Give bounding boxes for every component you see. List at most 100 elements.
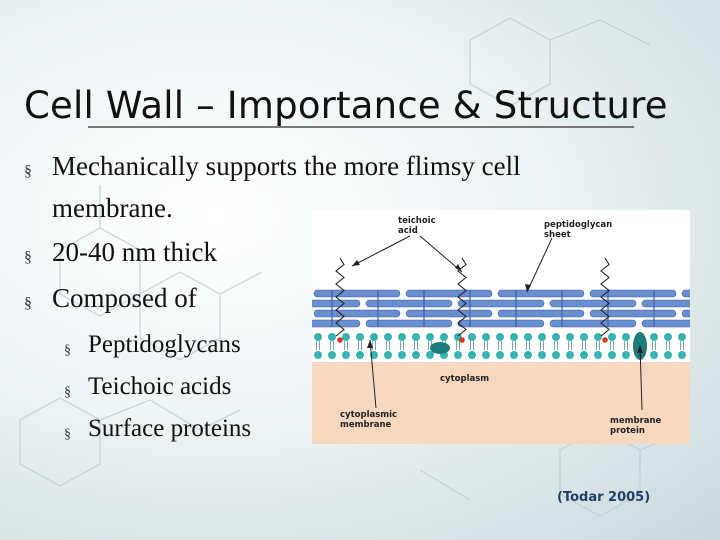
sub-bullet-text: Teichoic acids: [88, 373, 232, 400]
bullet-marker-icon: §: [64, 343, 71, 358]
phospholipid-head: [342, 333, 350, 341]
bullet-text: Composed of: [52, 283, 197, 313]
peptidoglycan-strand: [497, 289, 585, 298]
phospholipid-head: [412, 333, 420, 341]
phospholipid-head: [356, 351, 364, 359]
peptidoglycan-strand: [365, 299, 453, 308]
phospholipid-head: [482, 351, 490, 359]
peptidoglycan-strand: [457, 299, 545, 308]
peptidoglycan-strand: [313, 289, 401, 298]
bullet-marker-icon: §: [24, 249, 32, 266]
bullet-marker-icon: §: [64, 427, 71, 442]
bullet-marker-icon: §: [24, 163, 32, 180]
phospholipid-head: [608, 333, 616, 341]
phospholipid-head: [622, 351, 630, 359]
peptidoglycan-strand: [365, 319, 453, 328]
phospholipid-head: [650, 351, 658, 359]
peptidoglycan-strand: [681, 309, 690, 318]
bullet-marker-icon: §: [24, 295, 32, 312]
phospholipid-head: [538, 333, 546, 341]
phospholipid-head: [594, 351, 602, 359]
phospholipid-head: [496, 333, 504, 341]
phospholipid-head: [384, 333, 392, 341]
phospholipid-head: [468, 351, 476, 359]
pointer-arrowheads: [352, 260, 643, 353]
phospholipid-head: [580, 351, 588, 359]
teichoic-acid-anchor: [602, 337, 608, 343]
phospholipid-head: [552, 333, 560, 341]
phospholipid-head: [678, 351, 686, 359]
phospholipid-head: [412, 351, 420, 359]
phospholipid-head: [398, 351, 406, 359]
page-title: Cell Wall – Importance & Structure: [24, 84, 668, 127]
teichoic-acids: [335, 257, 610, 343]
phospholipid-head: [314, 351, 322, 359]
phospholipid-head: [524, 333, 532, 341]
cytoplasm-region: [312, 362, 690, 444]
phospholipid-head: [566, 333, 574, 341]
label-peptidoglycan-sheet: peptidoglycan sheet: [544, 220, 613, 240]
phospholipid-head: [594, 333, 602, 341]
bullet-text: Mechanically supports the more flimsy ce…: [52, 151, 521, 181]
phospholipid-head: [384, 351, 392, 359]
peptidoglycan-strand: [497, 309, 585, 318]
peptidoglycan-strand: [681, 289, 690, 298]
peptidoglycan-strand: [405, 309, 493, 318]
cell-wall-diagram: teichoic acid peptidoglycan sheet cytopl…: [312, 210, 690, 444]
phospholipid-head: [398, 333, 406, 341]
teichoic-acid-anchor: [459, 337, 465, 343]
phospholipid-head: [678, 333, 686, 341]
label-cytoplasmic-membrane: cytoplasmic membrane: [340, 410, 398, 430]
phospholipid-head: [580, 333, 588, 341]
peptidoglycan-strand: [405, 289, 493, 298]
bullet-text-continued: membrane.: [52, 193, 173, 223]
phospholipid-head: [538, 351, 546, 359]
title-divider: [88, 126, 634, 128]
peptidoglycan-strand: [457, 319, 545, 328]
phospholipid-head: [664, 333, 672, 341]
teichoic-acid-chain: [457, 257, 467, 337]
peptidoglycan-strand: [549, 319, 637, 328]
phospholipid-head: [650, 333, 658, 341]
sub-bullet-text: Surface proteins: [88, 415, 252, 442]
membrane-layer: [314, 333, 686, 359]
label-membrane-protein: membrane protein: [610, 416, 662, 436]
label-cytoplasm: cytoplasm: [440, 374, 490, 384]
phospholipid-head: [566, 351, 574, 359]
label-teichoic-acid: teichoic acid: [398, 216, 436, 236]
bullet-marker-icon: §: [64, 385, 71, 400]
label-pointers: [351, 235, 643, 411]
phospholipid-head: [328, 333, 336, 341]
sub-bullet-text: Peptidoglycans: [88, 331, 241, 358]
phospholipid-head: [342, 351, 350, 359]
phospholipid-head: [314, 333, 322, 341]
teichoic-acid-chain: [600, 257, 610, 337]
peptidoglycan-strand: [641, 319, 690, 328]
phospholipid-head: [468, 333, 476, 341]
phospholipid-head: [664, 351, 672, 359]
bullet-text: 20-40 nm thick: [52, 237, 217, 267]
phospholipid-head: [510, 333, 518, 341]
phospholipid-head: [510, 351, 518, 359]
phospholipid-head: [440, 333, 448, 341]
peptidoglycan-strand: [312, 299, 361, 308]
phospholipid-head: [524, 351, 532, 359]
cell-wall-illustration: [312, 235, 690, 444]
phospholipid-head: [496, 351, 504, 359]
phospholipid-head: [426, 351, 434, 359]
peptidoglycan-strand: [313, 309, 401, 318]
teichoic-acid-chain: [335, 257, 345, 337]
membrane-protein-blob: [430, 342, 450, 354]
peptidoglycan-strand: [549, 299, 637, 308]
teichoic-acid-anchor: [337, 337, 343, 343]
peptidoglycan-layer: [312, 289, 690, 328]
phospholipid-head: [622, 333, 630, 341]
phospholipid-head: [370, 333, 378, 341]
peptidoglycan-strand: [641, 299, 690, 308]
phospholipid-head: [328, 351, 336, 359]
phospholipid-head: [552, 351, 560, 359]
phospholipid-head: [482, 333, 490, 341]
phospholipid-head: [608, 351, 616, 359]
citation: (Todar 2005): [557, 490, 651, 505]
